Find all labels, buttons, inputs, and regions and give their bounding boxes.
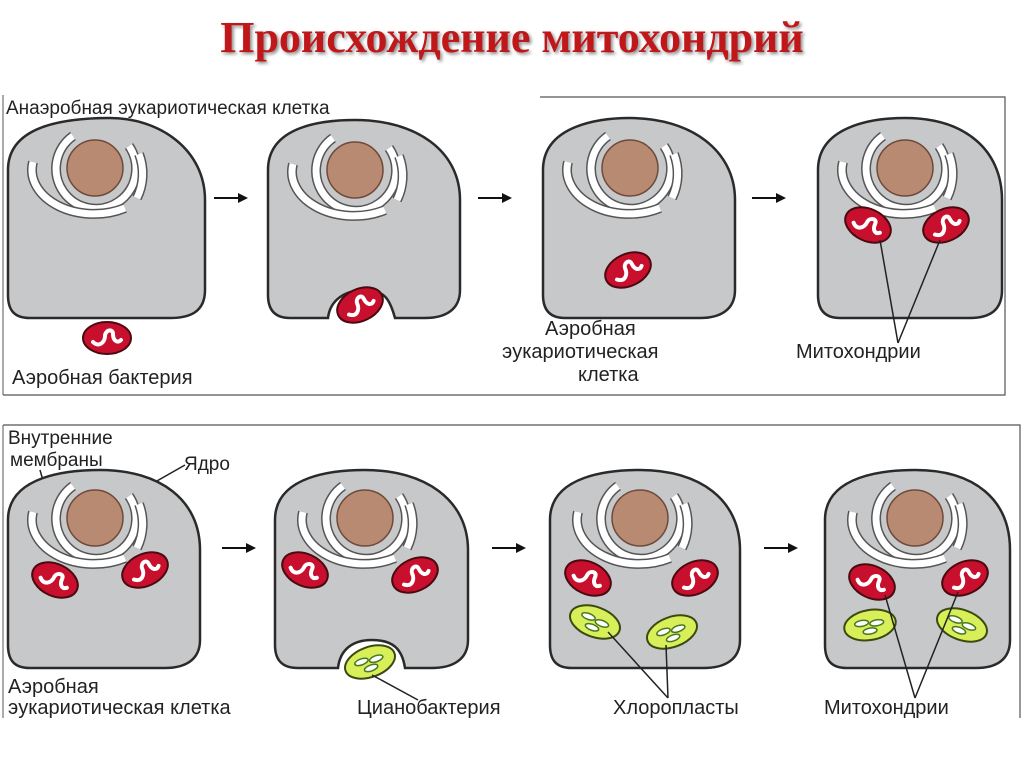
bacterium-label: Аэробная бактерия [12, 367, 193, 389]
membranes-label-line2: мембраны [10, 450, 103, 471]
cell-aerobic-3 [543, 118, 735, 318]
arrow-bottom-1 [222, 543, 256, 553]
aerobic-cell-label-b-line2: эукариотическая клетка [8, 697, 232, 719]
mitochondria-label-top: Митохондрии [796, 341, 921, 363]
cell-anaerobic-1 [8, 118, 205, 318]
arrow-bottom-3 [764, 543, 798, 553]
membranes-label-line1: Внутренние [8, 428, 113, 449]
cell-b2 [275, 470, 468, 685]
chloroplasts-label: Хлоропласты [613, 697, 739, 719]
arrow-top-1 [214, 193, 248, 203]
cell-b4 [825, 470, 1010, 668]
aerobic-cell-label-line3: клетка [578, 364, 639, 386]
aerobic-cell-label-line2: эукариотическая [502, 341, 659, 363]
cell-aerobic-4 [818, 118, 1002, 318]
arrow-top-3 [752, 193, 786, 203]
cell-b1 [8, 470, 200, 668]
aerobic-cell-label-b-line1: Аэробная [8, 676, 99, 698]
aerobic-bacterium [83, 322, 131, 354]
mitochondria-label-bottom: Митохондрии [824, 697, 949, 719]
nucleus-label: Ядро [184, 454, 230, 475]
cell-b3 [550, 470, 740, 668]
aerobic-cell-label-line1: Аэробная [545, 318, 636, 340]
top-panel-header: Анаэробная эукариотическая клетка [6, 98, 330, 119]
cyanobacterium-label: Цианобактерия [357, 697, 501, 719]
cell-anaerobic-2 [268, 120, 460, 330]
arrow-bottom-2 [492, 543, 526, 553]
arrow-top-2 [478, 193, 512, 203]
